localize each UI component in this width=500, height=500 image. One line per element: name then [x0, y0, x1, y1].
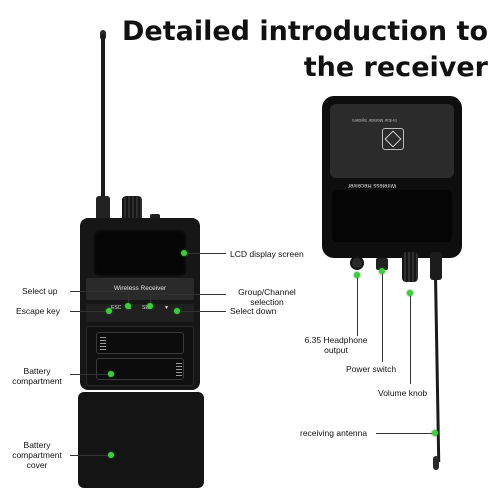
leader-line: [410, 294, 411, 384]
leader-line: [150, 294, 226, 295]
label-escape-key: Escape key: [16, 306, 60, 316]
leader-line: [186, 253, 226, 254]
pointer-dot: [432, 430, 438, 436]
leader-line: [70, 311, 106, 312]
leader-line: [382, 272, 383, 362]
label-battery-compartment: Battery compartment: [12, 366, 62, 386]
right-top-text: In-Ear Monitor System: [352, 118, 397, 123]
label-lcd: LCD display screen: [230, 249, 304, 259]
key-esc: ESC: [111, 305, 122, 311]
pointer-dot: [354, 272, 360, 278]
label-receiving-antenna: receiving antenna: [300, 428, 368, 438]
leader-line: [180, 311, 226, 312]
label-select-up: Select up: [22, 286, 58, 296]
left-device-label: Wireless Receiver: [86, 278, 194, 300]
label-select-down: Select down: [230, 306, 277, 316]
left-antenna: [101, 34, 105, 214]
leader-line: [70, 374, 108, 375]
leader-line: [70, 455, 108, 456]
label-group-channel: Group/Channel selection: [238, 287, 296, 307]
brand-logo-icon: [382, 128, 404, 150]
battery-slot-1: [96, 332, 184, 354]
right-antenna-base: [430, 252, 442, 280]
label-volume-knob: Volume knob: [378, 388, 428, 398]
leader-line: [357, 276, 358, 336]
right-antenna-tip: [433, 456, 439, 470]
label-headphone: 6.35 Headphone output: [304, 335, 368, 355]
pointer-dot: [407, 290, 413, 296]
pointer-dot: [108, 452, 114, 458]
lcd-display-screen: [92, 228, 188, 278]
leader-line: [376, 433, 432, 434]
pointer-dot: [108, 371, 114, 377]
right-top-panel: [330, 104, 454, 178]
leader-line: [128, 291, 129, 305]
pointer-dot: [181, 250, 187, 256]
pointer-dot: [125, 303, 131, 309]
left-antenna-base: [96, 196, 110, 222]
battery-spring: [100, 336, 106, 350]
power-switch: [376, 258, 388, 270]
right-device-label: Wireless Receiver: [348, 182, 397, 188]
label-battery-cover: Battery compartment cover: [12, 440, 62, 470]
key-set: SET: [142, 305, 152, 311]
headphone-jack: [350, 256, 364, 270]
volume-knob: [402, 252, 418, 282]
leader-line: [150, 294, 151, 305]
pointer-dot: [379, 268, 385, 274]
battery-compartment-cover: [78, 392, 204, 488]
pointer-dot: [147, 303, 153, 309]
page-title: Detailed introduction to the receiver: [122, 16, 488, 83]
left-keypad: [86, 304, 194, 322]
key-down: ▼: [164, 305, 169, 311]
battery-spring: [176, 362, 182, 376]
pointer-dot: [106, 308, 112, 314]
leader-line: [70, 291, 128, 292]
pointer-dot: [174, 308, 180, 314]
right-front-panel: [332, 190, 452, 242]
left-volume-knob: [122, 196, 142, 222]
battery-slot-2: [96, 358, 184, 380]
label-power-switch: Power switch: [346, 364, 397, 374]
